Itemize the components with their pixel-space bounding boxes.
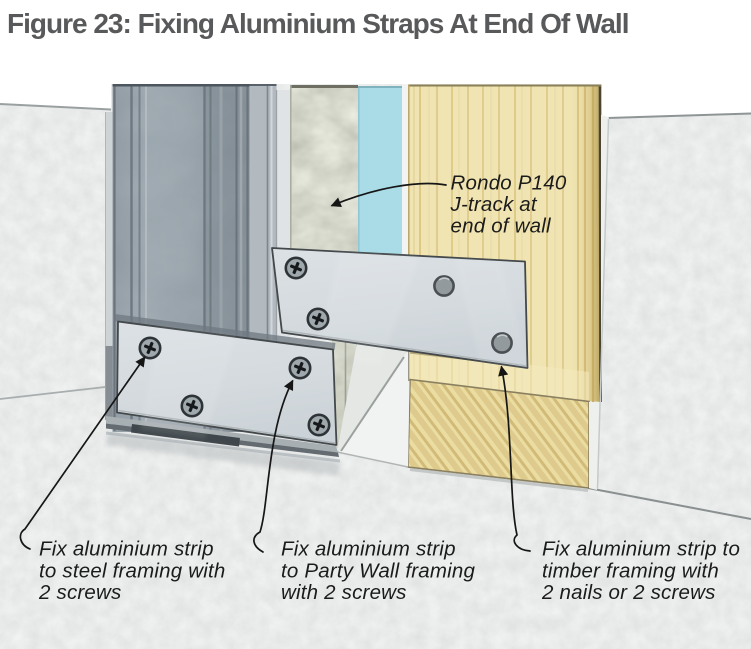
svg-text:Fix aluminium strip: Fix aluminium strip [281,538,456,561]
svg-text:J-track at: J-track at [450,193,538,216]
svg-text:timber framing with: timber framing with [542,559,719,582]
svg-text:2 screws: 2 screws [38,581,121,604]
svg-text:to Party Wall framing: to Party Wall framing [281,559,475,582]
svg-text:Fix aluminium strip: Fix aluminium strip [39,538,214,561]
svg-text:with 2 screws: with 2 screws [281,581,407,604]
svg-text:end of wall: end of wall [451,215,552,238]
svg-text:Rondo P140: Rondo P140 [451,171,567,194]
svg-text:Fix aluminium strip to: Fix aluminium strip to [542,538,740,561]
svg-text:2 nails or 2 screws: 2 nails or 2 screws [541,581,716,604]
svg-text:to steel framing with: to steel framing with [39,559,226,582]
svg-text:Figure 23: Fixing Aluminium St: Figure 23: Fixing Aluminium Straps At En… [7,8,628,39]
